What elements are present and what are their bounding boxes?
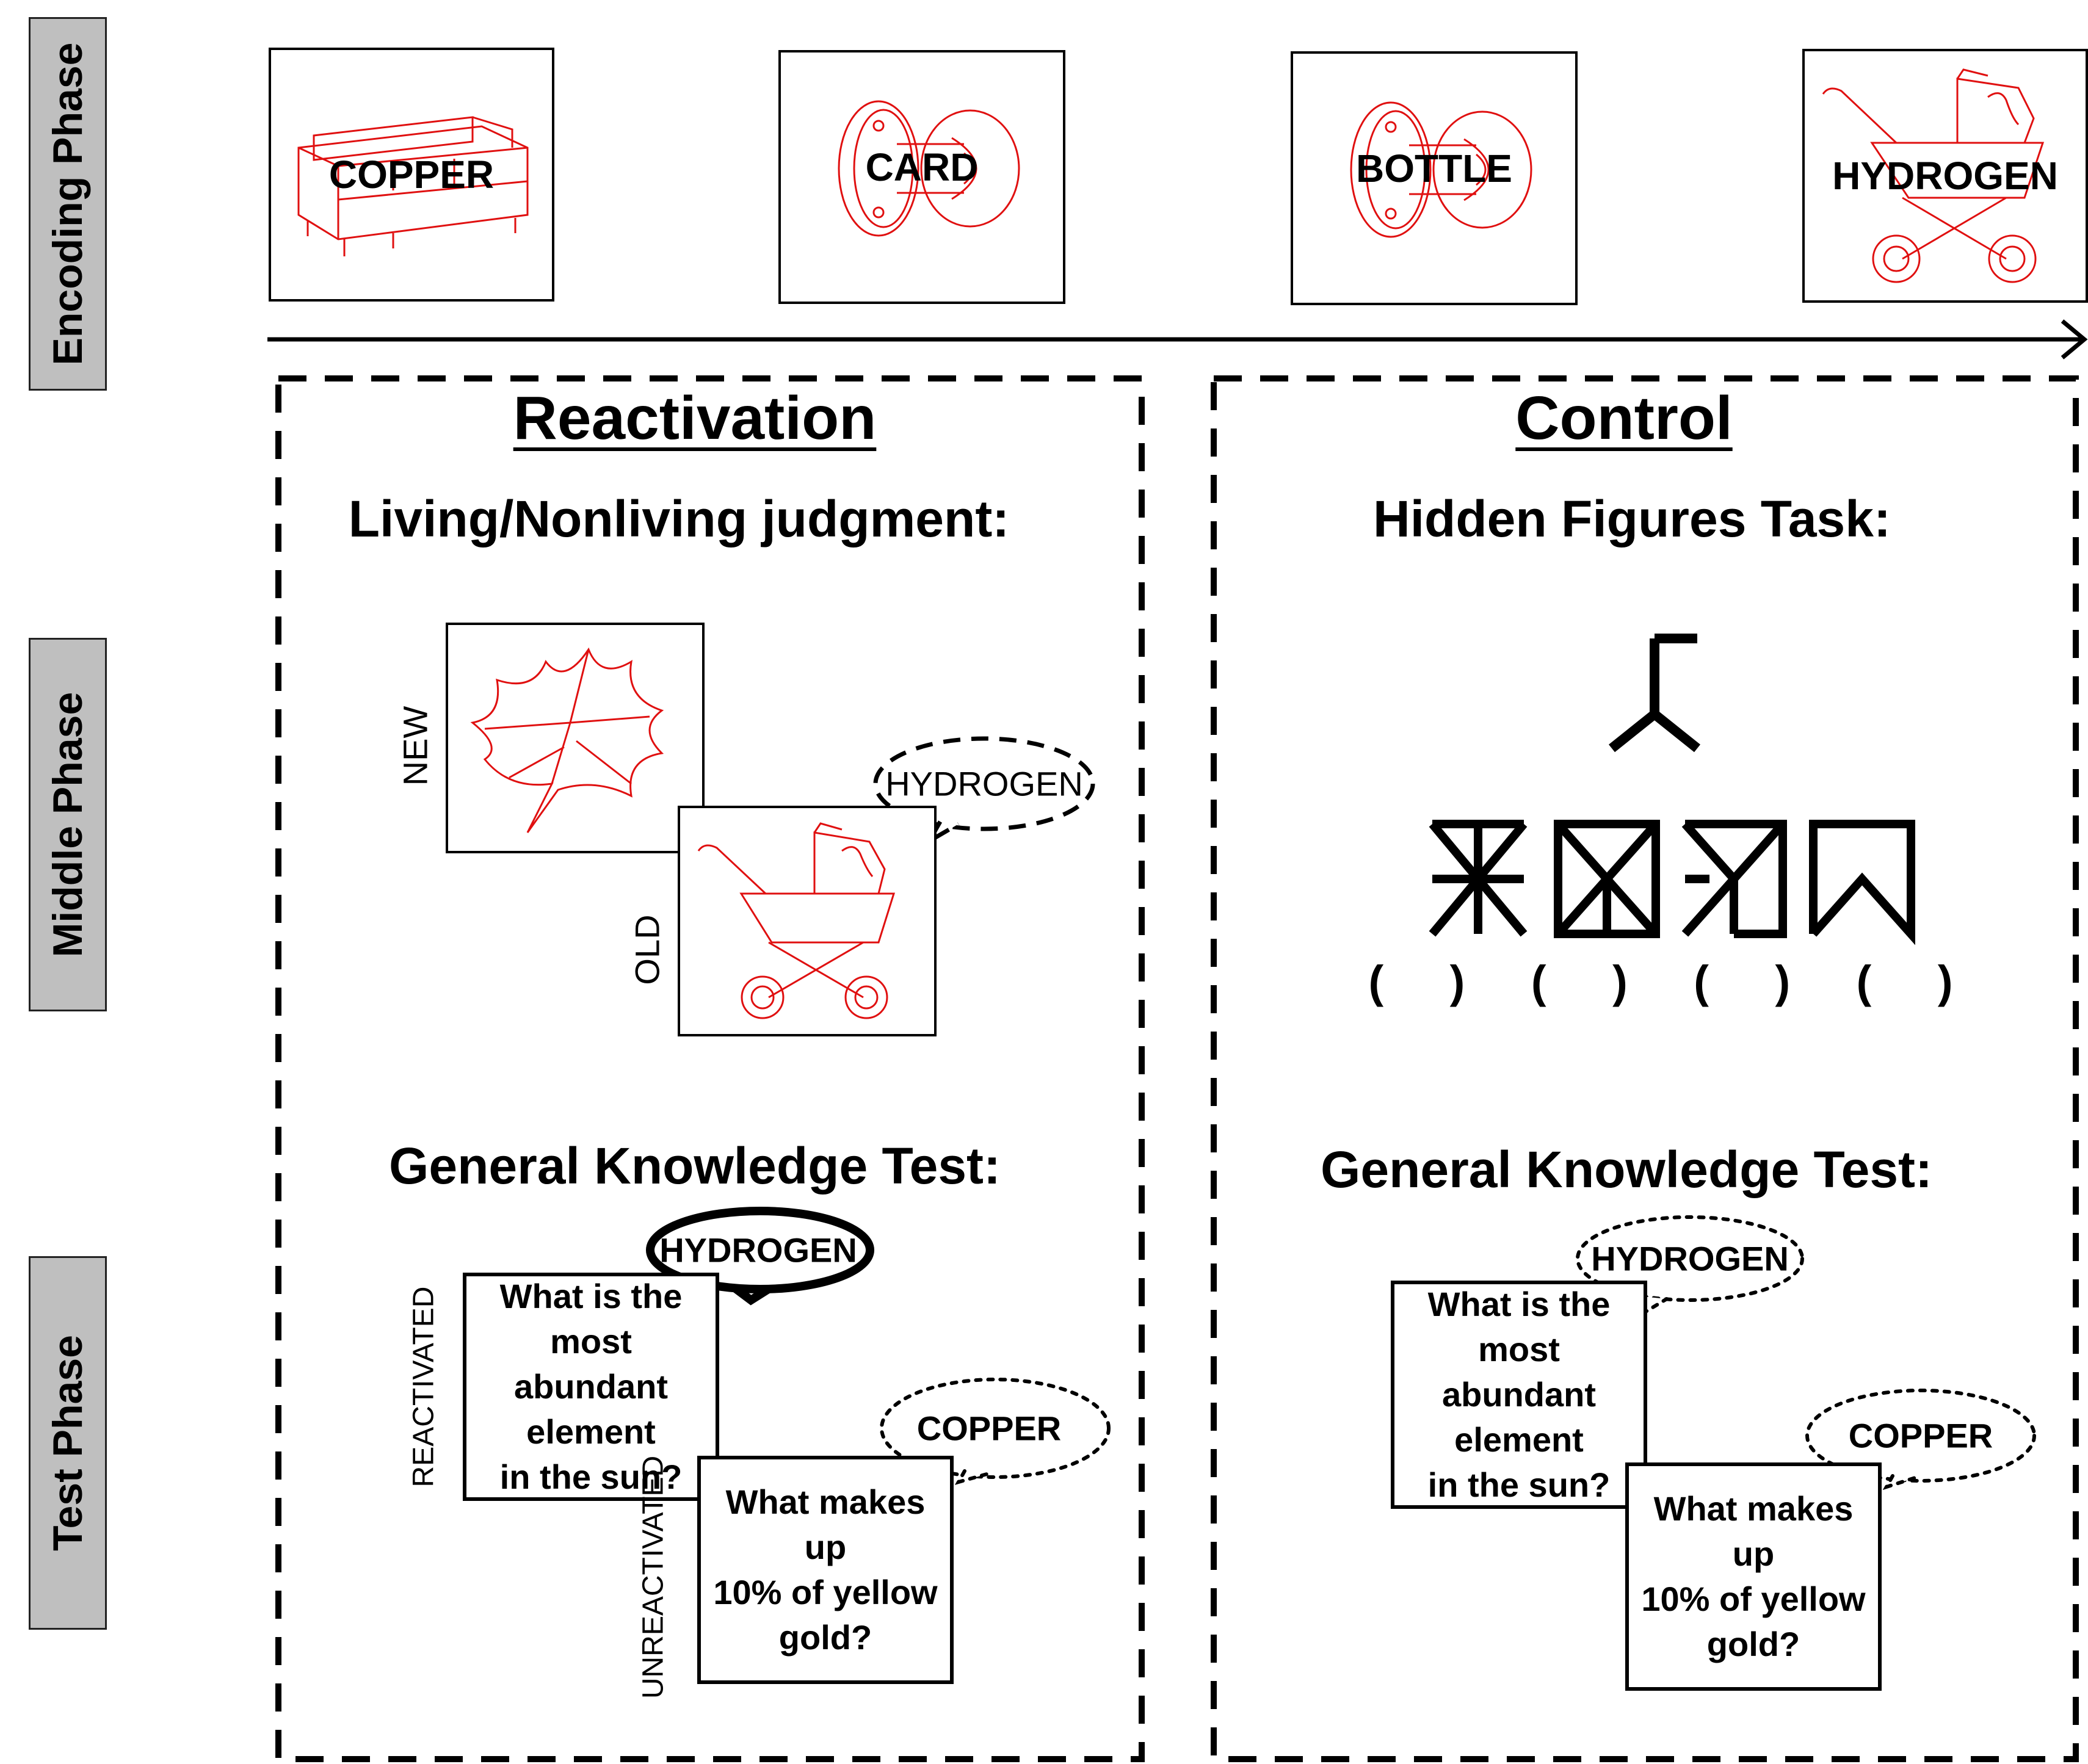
reactivated-question-card: What is the most abundant element in the… — [463, 1273, 719, 1501]
question-line: What is the — [499, 1277, 683, 1315]
question-line: gold? — [1706, 1625, 1800, 1663]
control-question-card-2: What makes up 10% of yellow gold? — [1625, 1462, 1882, 1691]
question-line: What makes up — [725, 1483, 926, 1566]
middle-phase-tab: Middle Phase — [29, 638, 107, 1011]
new-item-card — [446, 623, 705, 853]
question-line: What makes up — [1653, 1489, 1854, 1573]
leaf-icon — [470, 647, 664, 833]
thought-bubble-weak — [880, 1378, 1111, 1485]
knob-icon — [838, 100, 1020, 237]
answer-weak: COPPER — [916, 1409, 1062, 1448]
question-text: What is the most abundant element in the… — [466, 1274, 716, 1500]
hidden-figure-option-3 — [1681, 820, 1787, 938]
encoding-word-4: HYDROGEN — [1832, 154, 2058, 198]
hidden-figure-target — [1609, 634, 1700, 753]
question-line: 10% of yellow — [713, 1573, 938, 1611]
question-line: 10% of yellow — [1641, 1580, 1866, 1618]
reactivated-label: REACTIVATED — [407, 1286, 440, 1487]
encoding-phase-tab: Encoding Phase — [29, 17, 107, 391]
thought-bubble-control-2 — [1805, 1389, 2036, 1491]
encoding-word-1: COPPER — [328, 153, 495, 197]
unreactivated-label: UNREACTIVATED — [637, 1455, 670, 1699]
hidden-figure-option-4 — [1809, 820, 1915, 945]
thought-bubble-control-1 — [1576, 1215, 1804, 1320]
hidden-figure-option-1 — [1429, 820, 1528, 937]
question-line: element — [526, 1412, 656, 1451]
speech-bubble-strong — [646, 1207, 874, 1306]
question-line: What is the — [1427, 1285, 1611, 1323]
question-line: in the sun? — [1427, 1466, 1611, 1504]
timeline-arrow — [267, 319, 2088, 360]
knob-icon — [1350, 101, 1532, 238]
encoding-card-sofa: COPPER — [269, 48, 554, 302]
question-line: gold? — [778, 1618, 872, 1657]
test-phase-tab: Test Phase — [29, 1256, 107, 1630]
thought-word-middle: HYDROGEN — [885, 764, 1083, 803]
old-item-card — [678, 806, 937, 1036]
question-line: element — [1454, 1420, 1584, 1459]
unreactivated-question-card: What makes up 10% of yellow gold? — [697, 1456, 954, 1684]
encoding-word-3: BOTTLE — [1356, 146, 1512, 190]
stroller-icon — [697, 822, 896, 1019]
sofa-icon — [297, 116, 529, 256]
question-text: What makes up 10% of yellow gold? — [1629, 1486, 1878, 1667]
hidden-figures-choices: ( ) ( ) ( ) ( ) — [1368, 956, 1980, 1007]
control-title: Control — [1515, 384, 1733, 452]
reactivation-title: Reactivation — [513, 384, 877, 452]
encoding-card-knob-1: CARD — [778, 50, 1065, 304]
encoding-word-2: CARD — [865, 145, 979, 189]
encoding-card-knob-2: BOTTLE — [1291, 51, 1578, 305]
control-answer-1: HYDROGEN — [1591, 1239, 1789, 1278]
control-answer-2: COPPER — [1848, 1416, 1993, 1455]
reactivation-panel — [275, 375, 1145, 1762]
control-panel — [1211, 375, 2079, 1762]
new-label: NEW — [396, 706, 435, 786]
question-text: What makes up 10% of yellow gold? — [701, 1480, 950, 1660]
question-line: most abundant — [514, 1322, 668, 1406]
stroller-icon — [1822, 68, 2045, 283]
encoding-card-stroller: HYDROGEN — [1802, 49, 2088, 303]
control-task-title: Hidden Figures Task: — [1373, 490, 1891, 548]
answer-strong: HYDROGEN — [659, 1231, 857, 1270]
hidden-figure-option-2 — [1554, 820, 1660, 938]
reactivation-task-title: Living/Nonliving judgment: — [348, 490, 1010, 548]
old-label: OLD — [628, 914, 667, 985]
control-test-title: General Knowledge Test: — [1321, 1141, 1932, 1198]
reactivation-test-title: General Knowledge Test: — [389, 1137, 1001, 1195]
question-line: most abundant — [1442, 1330, 1596, 1414]
question-line: in the sun? — [499, 1458, 683, 1496]
control-question-card-1: What is the most abundant element in the… — [1391, 1281, 1647, 1509]
question-text: What is the most abundant element in the… — [1394, 1282, 1644, 1508]
